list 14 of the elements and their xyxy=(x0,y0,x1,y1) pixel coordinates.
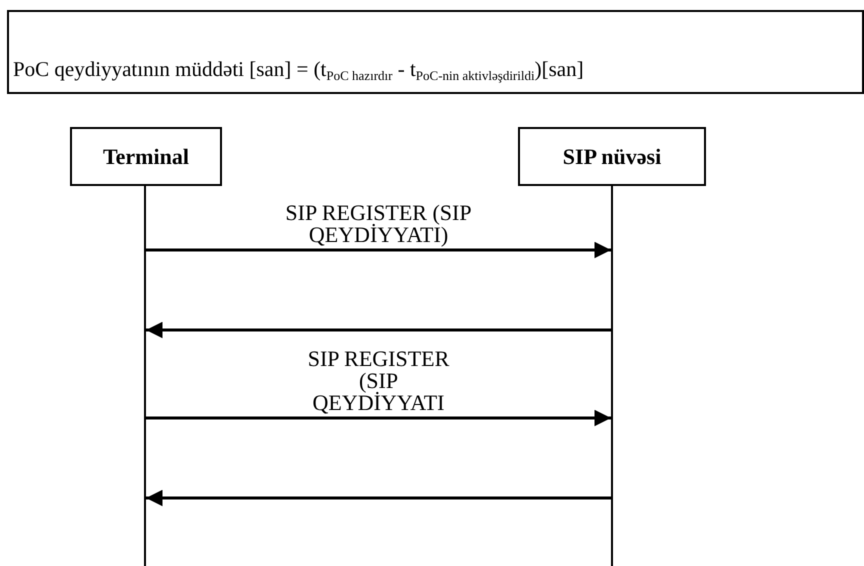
message-arrow xyxy=(146,322,611,338)
participant-name: Terminal xyxy=(103,144,189,170)
message-arrow xyxy=(146,490,611,506)
lifeline xyxy=(144,186,146,566)
participant-name: SIP nüvəsi xyxy=(562,144,662,170)
participant-box xyxy=(518,127,706,186)
lifeline xyxy=(611,186,613,566)
formula-box xyxy=(7,10,864,94)
message-arrow xyxy=(146,410,611,426)
formula-text: PoC qeydiyyatının müddəti [san] = (t$_{PoC hazırdır}$ - t$_{PoC-nin aktivləşdirildi}$)[san] xyxy=(13,57,584,84)
edge-label: SIP REGISTER (SIP QEYDİYYATI) xyxy=(284,202,473,246)
message-arrow xyxy=(146,242,611,258)
participant-box xyxy=(70,127,222,186)
edge-label: SIP REGISTER (SIP QEYDİYYATI xyxy=(306,348,450,414)
